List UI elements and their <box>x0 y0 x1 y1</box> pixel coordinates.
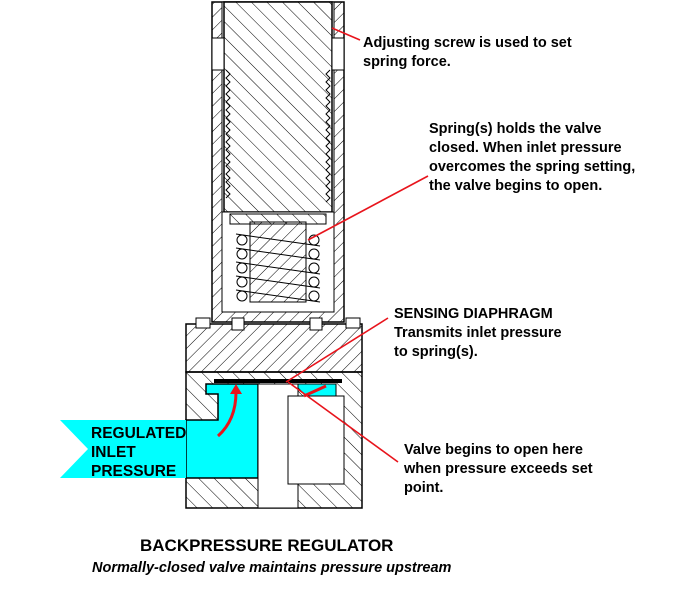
inlet-label-line2: INLET <box>91 444 136 461</box>
flow-arrows <box>216 384 327 438</box>
adjusting-screw <box>211 1 345 213</box>
flow-arrowhead <box>230 384 242 394</box>
inlet-label-line3: PRESSURE <box>91 463 177 480</box>
diagram-title: BACKPRESSURE REGULATOR <box>140 536 394 555</box>
diaphragm-annotation-title: SENSING DIAPHRAGM <box>394 306 553 322</box>
spring-annotation: Spring(s) holds the valve closed. When i… <box>429 121 636 194</box>
diagram-subtitle: Normally-closed valve maintains pressure… <box>92 560 452 576</box>
inlet-label-line1: REGULATED <box>91 425 187 442</box>
leader-lines <box>285 27 429 463</box>
valve-annotation: Valve begins to open here when pressure … <box>404 442 593 496</box>
spring-chamber <box>221 211 335 313</box>
screw-annotation: Adjusting screw is used to set spring fo… <box>363 35 572 70</box>
diaphragm-annotation-desc: Transmits inlet pressure to spring(s). <box>394 325 562 360</box>
springs <box>235 233 321 303</box>
